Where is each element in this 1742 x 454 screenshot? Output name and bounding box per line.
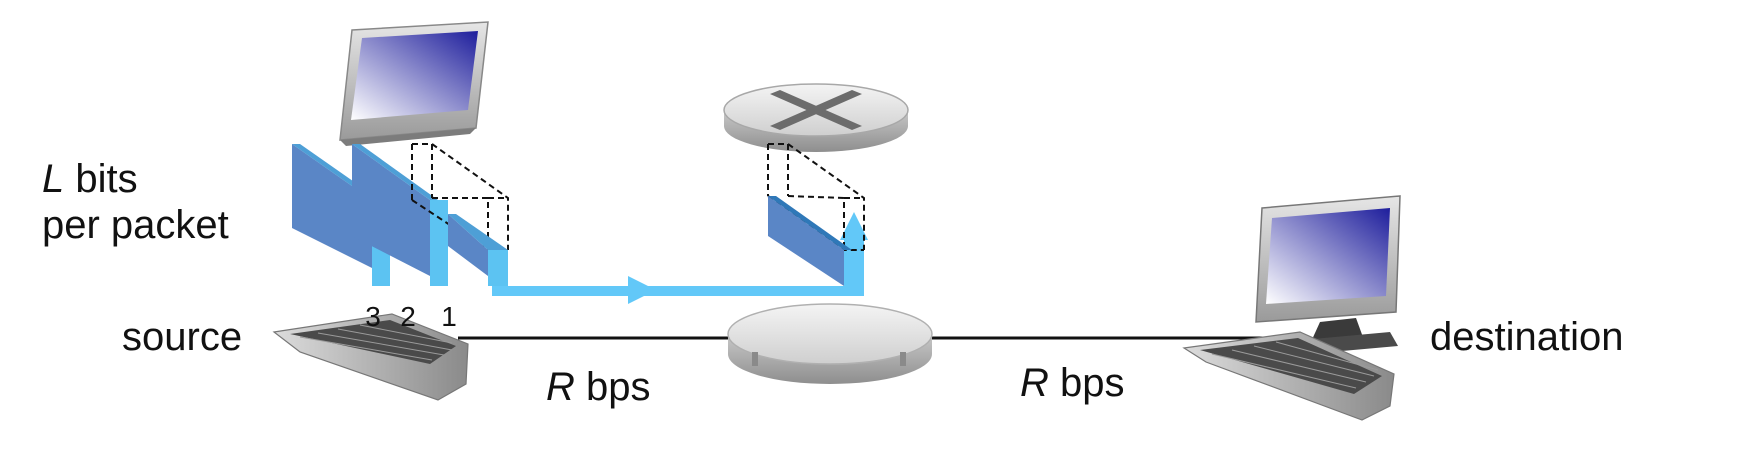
link1-rate-unit: bps — [575, 365, 651, 409]
bit-flow-arrow — [492, 212, 868, 304]
link2-rate-unit: bps — [1049, 361, 1125, 405]
packet-number-3: 3 — [365, 301, 381, 332]
link1-rate-label: R bps — [546, 365, 651, 409]
packet-number-2: 2 — [400, 301, 416, 332]
source-label: source — [122, 315, 242, 359]
link1-rate-variable: R — [546, 365, 575, 409]
link2-rate-variable: R — [1020, 361, 1049, 405]
router-received-packet — [767, 143, 865, 286]
packet-number-1: 1 — [441, 301, 457, 332]
source-monitor — [339, 21, 489, 146]
packet-size-label-line2: per packet — [42, 203, 229, 247]
packet-size-variable: L — [42, 157, 64, 201]
source-computer-icon — [272, 21, 489, 401]
packet-size-label-line1: L bits — [42, 157, 138, 201]
source-keyboard — [272, 313, 469, 401]
packet-1-partial — [411, 143, 509, 286]
router-cross-icon — [770, 90, 862, 130]
destination-monitor — [1255, 195, 1401, 356]
destination-keyboard — [1182, 331, 1395, 421]
packet-size-unit: bits — [64, 157, 137, 201]
link2-rate-label: R bps — [1020, 361, 1125, 405]
router-icon — [727, 303, 933, 384]
router-top-icon — [723, 83, 909, 152]
destination-computer-icon — [1182, 195, 1401, 421]
destination-label: destination — [1430, 315, 1623, 359]
packet-2 — [352, 144, 448, 286]
